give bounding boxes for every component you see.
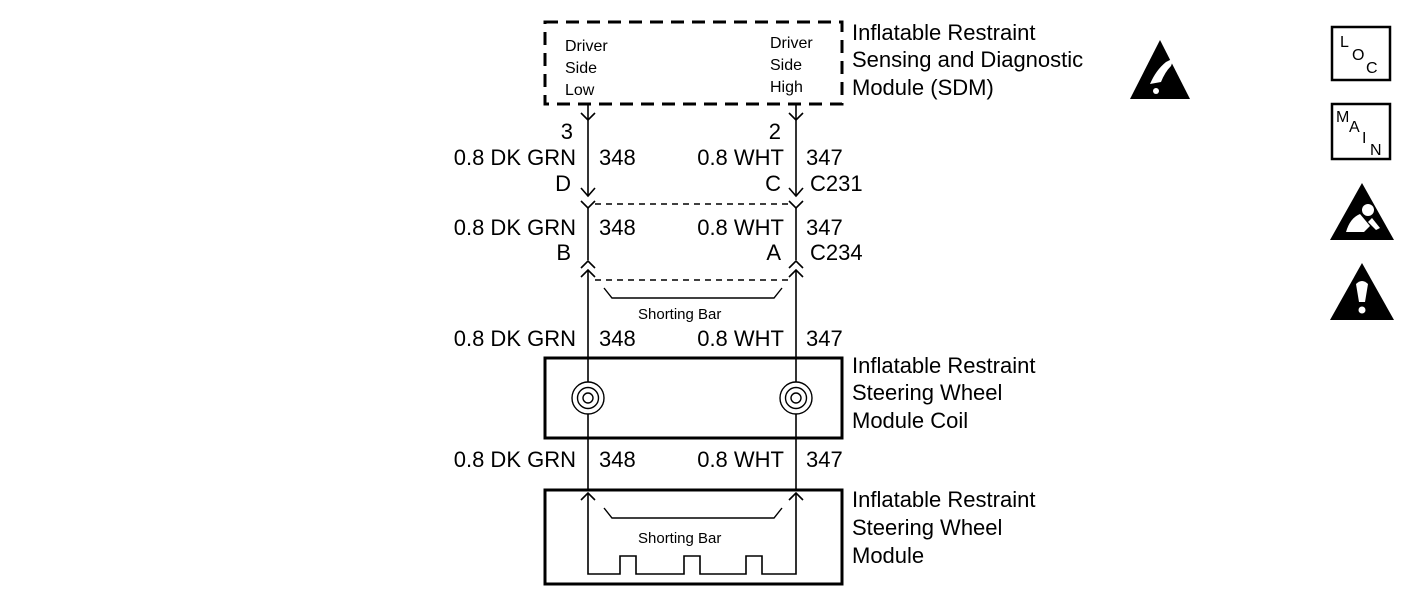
wire-348-circuit-2: 348: [599, 215, 636, 240]
wire-347-color-4: 0.8 WHT: [697, 447, 784, 472]
wire-347-color-3: 0.8 WHT: [697, 326, 784, 351]
sdm-title-line3: Module (SDM): [852, 75, 994, 100]
wire-348-circuit-1: 348: [599, 145, 636, 170]
shorting-bar-1: [603, 287, 783, 299]
svg-text:M: M: [1336, 109, 1349, 126]
c231-connector-name: C231: [810, 171, 863, 196]
c231-left-pin: D: [555, 171, 571, 196]
coil-left-spiral-icon: [571, 381, 605, 415]
sdm-title-line1: Inflatable Restraint: [852, 20, 1035, 45]
wire-348-circuit-3: 348: [599, 326, 636, 351]
main-icon[interactable]: M A I N: [1330, 102, 1392, 161]
shorting-bar-2: [603, 507, 783, 519]
wire-348-color-4: 0.8 DK GRN: [454, 447, 576, 472]
svg-text:N: N: [1370, 142, 1382, 159]
coil-title-line1: Inflatable Restraint: [852, 353, 1035, 378]
c234-connector-name: C234: [810, 240, 863, 265]
wire-347-circuit-3: 347: [806, 326, 843, 351]
wire-347-circuit-2: 347: [806, 215, 843, 240]
coil-title-line3: Module Coil: [852, 408, 968, 433]
c231-right-arrow: [788, 187, 804, 198]
coil-box: [543, 356, 844, 440]
c231-right-pin: C: [765, 171, 781, 196]
wire-348-color-1: 0.8 DK GRN: [454, 145, 576, 170]
coil-title-line2: Steering Wheel: [852, 380, 1002, 405]
c234-right-arrow: [788, 259, 804, 269]
module-box: [543, 488, 844, 586]
sdm-left-terminal-line1: Driver: [565, 38, 608, 55]
wire-348-circuit-4: 348: [599, 447, 636, 472]
sdm-box: [543, 20, 844, 106]
svg-text:O: O: [1352, 47, 1364, 64]
sdm-left-terminal-line2: Side: [565, 60, 597, 77]
module-title-line2: Steering Wheel: [852, 515, 1002, 540]
c231-left-pin-top: 3: [561, 119, 573, 144]
svg-text:L: L: [1340, 34, 1349, 51]
sdm-right-terminal-line2: Side: [770, 57, 802, 74]
wire-348-color-3: 0.8 DK GRN: [454, 326, 576, 351]
svg-text:C: C: [1366, 60, 1378, 77]
sdm-left-terminal-line3: Low: [565, 82, 595, 99]
caution-icon[interactable]: [1330, 263, 1394, 320]
coil-right-spiral-icon: [779, 381, 813, 415]
esd-warning-icon: [1130, 40, 1190, 99]
shorting-bar-2-label: Shorting Bar: [638, 530, 721, 547]
sdm-right-terminal-line3: High: [770, 79, 803, 96]
wire-347-color-1: 0.8 WHT: [697, 145, 784, 170]
loc-icon[interactable]: L O C: [1330, 25, 1392, 82]
wire-348-color-2: 0.8 DK GRN: [454, 215, 576, 240]
airbag-warning-icon[interactable]: [1330, 183, 1394, 240]
sdm-title-line2: Sensing and Diagnostic: [852, 47, 1083, 72]
c234-left-arrow: [580, 259, 596, 269]
c231-left-arrow: [580, 187, 596, 198]
module-title-line1: Inflatable Restraint: [852, 487, 1035, 512]
airbag-squib-element: [587, 493, 797, 575]
c234-left-pin: B: [556, 240, 571, 265]
c234-right-pin: A: [766, 240, 781, 265]
svg-text:A: A: [1349, 119, 1360, 136]
module-title-line3: Module: [852, 543, 924, 568]
wire-347-circuit-4: 347: [806, 447, 843, 472]
c231-right-pin-top: 2: [769, 119, 781, 144]
wire-347-color-2: 0.8 WHT: [697, 215, 784, 240]
svg-text:I: I: [1362, 130, 1366, 147]
shorting-bar-1-label: Shorting Bar: [638, 306, 721, 323]
sdm-right-terminal-line1: Driver: [770, 35, 813, 52]
wire-347-circuit-1: 347: [806, 145, 843, 170]
